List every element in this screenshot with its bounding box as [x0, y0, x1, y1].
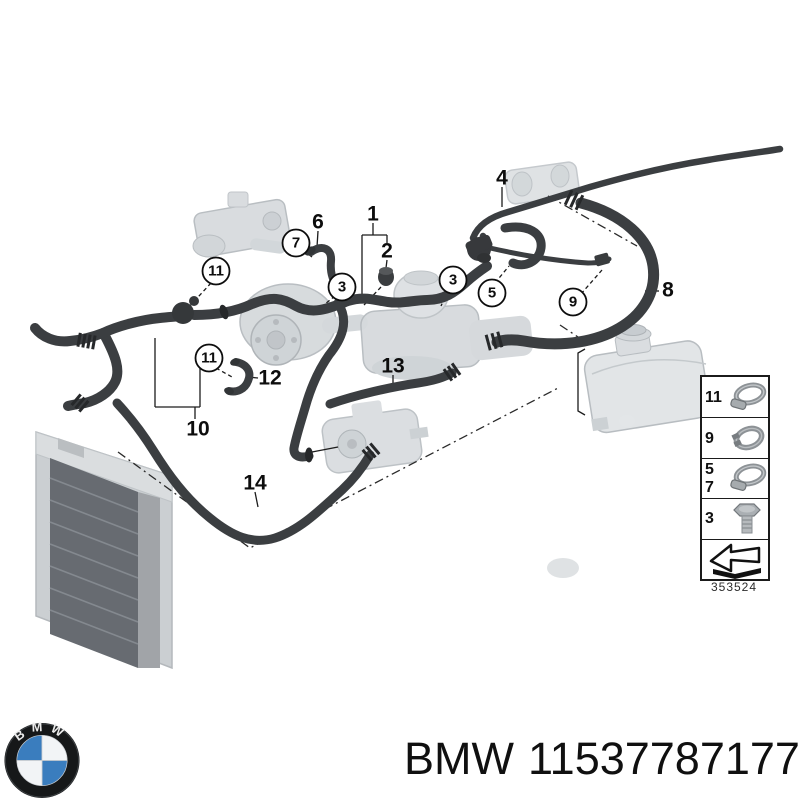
legend-number: 11	[705, 388, 722, 406]
hose-8	[491, 197, 660, 350]
callout-label: 6	[312, 211, 324, 234]
hose-4	[469, 145, 784, 242]
faded-part	[619, 415, 635, 427]
callout-label: 11	[201, 350, 217, 367]
callout-6: 6	[312, 211, 324, 234]
radiator	[35, 430, 173, 670]
auxiliary-pump	[321, 400, 429, 474]
legend-numbers: 11	[702, 389, 727, 406]
callout-label: 2	[381, 240, 393, 263]
hose-13	[325, 368, 457, 409]
bolt-icon	[732, 503, 761, 534]
vent-hose	[487, 245, 612, 266]
callout-label: 8	[662, 279, 674, 302]
hose-1-branch-down	[289, 298, 349, 462]
hose-12	[225, 358, 254, 396]
engine-center-housing	[360, 270, 533, 380]
faded-part	[547, 558, 579, 578]
spring-band-clamp-icon	[730, 425, 764, 451]
callout-label: 14	[243, 472, 267, 495]
brand-name: BMW	[404, 733, 514, 784]
hose-14	[112, 398, 375, 545]
callout-1: 1	[367, 203, 379, 226]
callout-circle	[558, 287, 588, 317]
diagram-code: 353524	[710, 580, 758, 594]
callout-label: 12	[258, 367, 281, 390]
callout-12: 12	[258, 367, 281, 390]
part-number: 11537787177	[527, 733, 800, 784]
legend-row-3: 3	[702, 498, 768, 538]
direction-arrow-icon	[709, 544, 761, 579]
hose-fittings	[70, 189, 610, 463]
callout-9: 9	[558, 287, 588, 317]
callout-circle	[194, 343, 224, 373]
legend-row-arrow	[702, 538, 768, 579]
part-number-line: BMW 11537787177	[404, 733, 800, 785]
callout-circle	[201, 256, 231, 286]
callout-5: 5	[477, 278, 507, 308]
legend-numbers: 3	[702, 510, 727, 527]
callout-circle	[477, 278, 507, 308]
callout-label: 10	[186, 418, 209, 441]
hose-10-down-arm	[63, 331, 123, 411]
expansion-tank	[583, 324, 711, 434]
callout-label: 4	[496, 167, 508, 190]
callout-2: 2	[381, 240, 393, 263]
callout-label: 1	[367, 203, 379, 226]
callout-circle	[327, 272, 357, 302]
callout-circle	[281, 228, 311, 258]
legend-row-9: 9	[702, 417, 768, 457]
legend-numbers: 9	[702, 430, 727, 447]
legend-number: 5	[705, 460, 714, 478]
legend-number: 7	[705, 478, 714, 496]
callout-label: 9	[569, 294, 577, 311]
worm-drive-clamp-icon	[729, 382, 766, 411]
callout-11: 11	[201, 256, 231, 286]
callout-label: 11	[208, 263, 224, 280]
bmw-logo: BMW	[4, 721, 80, 799]
callout-3: 3	[327, 272, 357, 302]
callout-label: 7	[292, 235, 300, 252]
callout-4: 4	[496, 167, 508, 190]
callout-7: 7	[281, 228, 311, 258]
callout-label: 5	[488, 285, 496, 302]
callout-8: 8	[662, 279, 674, 302]
callout-10: 10	[186, 418, 209, 441]
callout-circle	[438, 265, 468, 295]
callout-14: 14	[243, 472, 267, 495]
legend-row-11: 11	[702, 377, 768, 417]
hose-5-loop	[500, 222, 546, 270]
thermostat-housing	[192, 191, 291, 258]
worm-drive-clamp-icon	[729, 464, 766, 492]
legend-number: 3	[705, 510, 714, 528]
callout-13: 13	[381, 355, 404, 378]
legend-number: 9	[705, 429, 714, 447]
callout-3: 3	[438, 265, 468, 295]
callout-label: 3	[338, 279, 346, 296]
callout-11: 11	[194, 343, 224, 373]
hose-10-left-arm	[30, 323, 108, 347]
callout-label: 13	[381, 355, 404, 378]
callout-label: 3	[449, 272, 457, 289]
